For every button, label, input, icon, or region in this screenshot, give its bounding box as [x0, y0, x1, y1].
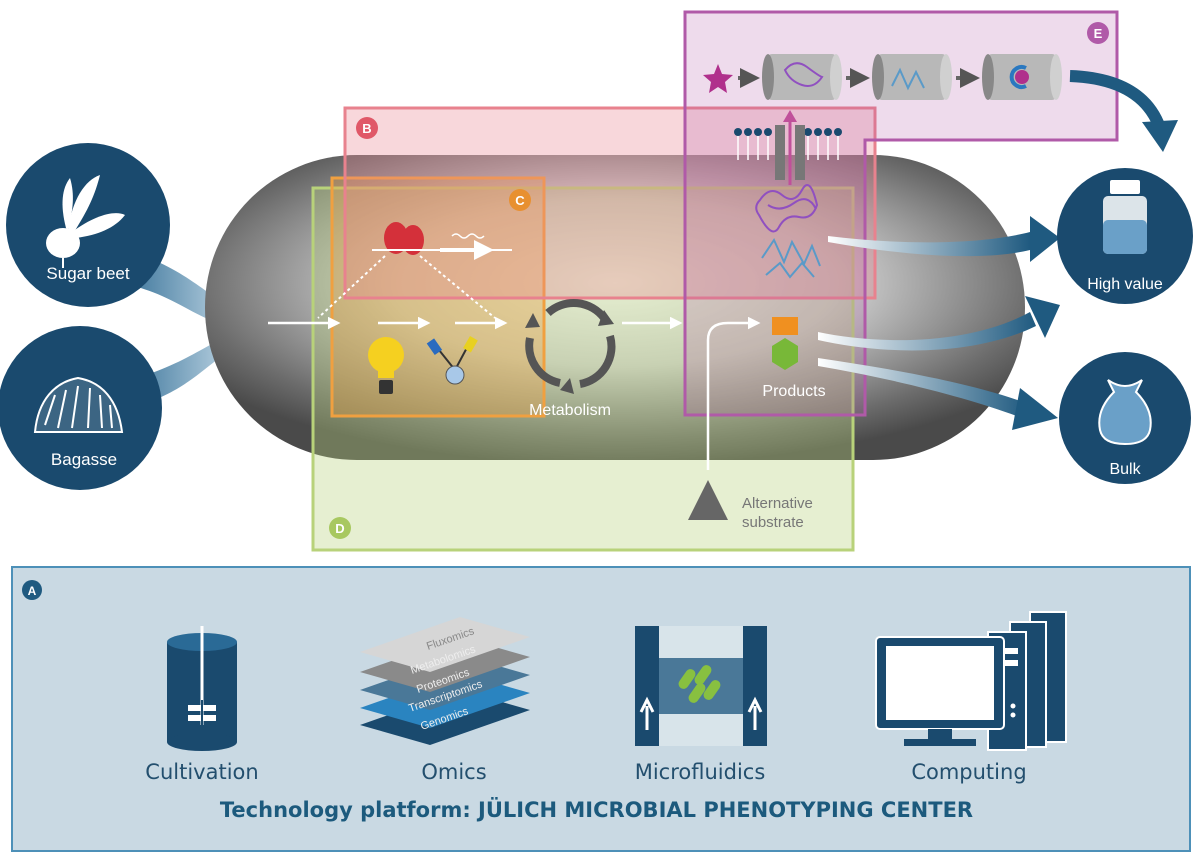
svg-text:C: C — [515, 193, 525, 208]
membrane-transporter-icon — [734, 110, 842, 185]
input-sugar-beet: Sugar beet — [6, 143, 170, 307]
svg-text:D: D — [335, 521, 344, 536]
tool-label-microfluidics: Microfluidics — [634, 760, 766, 784]
badge-c: C — [509, 189, 531, 211]
light-bulb-icon — [368, 337, 404, 394]
box-e — [683, 10, 1119, 417]
tool-label-computing: Computing — [911, 760, 1027, 784]
label-sugar-beet: Sugar beet — [46, 264, 129, 283]
reactor-2 — [872, 54, 952, 100]
output-bulk: Bulk — [1059, 352, 1191, 484]
microfluidics-chip-icon — [635, 626, 767, 746]
protein-blue-icon — [761, 237, 821, 279]
input-bagasse: Bagasse — [0, 326, 162, 490]
computer-icon — [875, 611, 1067, 751]
sugar-beet-icon — [46, 175, 125, 268]
regulation-dotted-lines — [317, 255, 496, 319]
reactor-3 — [982, 54, 1062, 100]
svg-text:A: A — [28, 584, 37, 598]
pathway-arrows — [268, 316, 761, 470]
svg-text:B: B — [362, 121, 371, 136]
label-products: Products — [762, 383, 825, 400]
output-flow-3 — [818, 358, 1028, 418]
output-flow-1 — [828, 232, 1030, 257]
badge-b: B — [356, 117, 378, 139]
output-high-value: High value — [1057, 168, 1193, 304]
bioreactor-icon — [167, 626, 237, 751]
label-high-value: High value — [1087, 276, 1163, 293]
protein-purple-icon — [755, 184, 819, 233]
omics-stack-icon: Fluxomics Metabolomics Proteomics Transc… — [360, 617, 530, 745]
tool-label-omics: Omics — [421, 760, 487, 784]
label-alternative-substrate-1: Alternative — [742, 495, 813, 512]
reactor-1 — [762, 54, 842, 100]
output-flow-2 — [818, 312, 1036, 351]
metabolism-cycle-icon — [525, 298, 616, 394]
regulator-protein-icon — [372, 222, 512, 260]
label-bagasse: Bagasse — [51, 450, 117, 469]
badge-d: D — [329, 517, 351, 539]
alternative-substrate-icon — [688, 480, 728, 520]
substrate-star-icon — [703, 64, 733, 93]
badge-a: A — [22, 580, 42, 600]
biosensor-icon — [426, 335, 478, 385]
platform-title: Technology platform: JÜLICH MICROBIAL PH… — [219, 798, 974, 822]
cascade-output-arrow — [1069, 70, 1166, 131]
bagasse-icon — [33, 376, 124, 433]
label-alternative-substrate-2: substrate — [742, 514, 804, 531]
svg-text:E: E — [1094, 26, 1103, 41]
box-b — [343, 106, 877, 300]
sack-icon — [1098, 379, 1152, 446]
enzyme-cascade — [703, 54, 1062, 100]
tool-label-cultivation: Cultivation — [145, 760, 259, 784]
badge-e: E — [1087, 22, 1109, 44]
label-metabolism: Metabolism — [529, 402, 611, 419]
label-bulk: Bulk — [1109, 461, 1141, 478]
products-icon — [772, 317, 798, 370]
jar-icon — [1103, 180, 1147, 254]
